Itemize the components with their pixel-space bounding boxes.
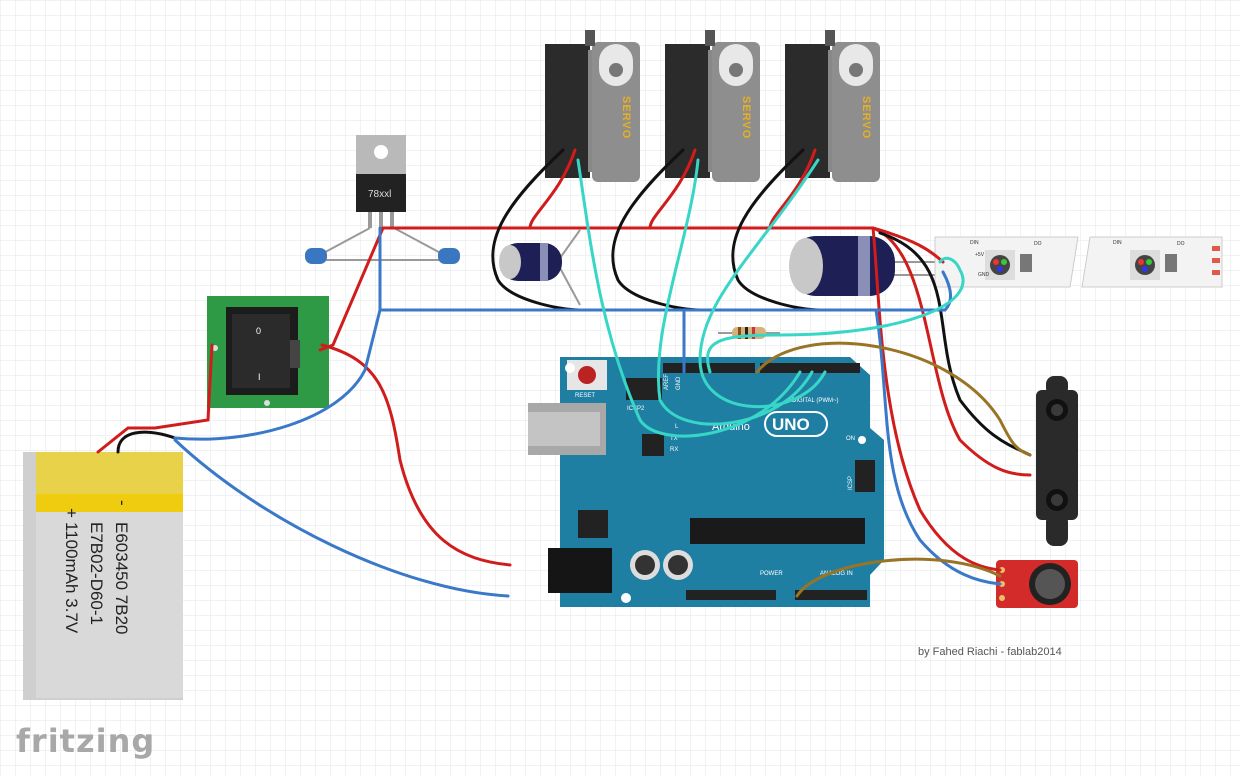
servo-1[interactable]: SERVO xyxy=(545,30,640,182)
wire-cyan-strip xyxy=(706,256,965,374)
l-label: L xyxy=(675,424,679,430)
strip-do-2: DO xyxy=(1177,241,1185,247)
wire-cyan-servo2 xyxy=(656,158,814,426)
arduino-uno[interactable]: RESET ICSP2 DIGITAL (PWM~) AREF GND TX R… xyxy=(528,357,884,607)
analog-label: ANALOG IN xyxy=(820,571,853,577)
battery-minus: - xyxy=(113,500,132,506)
switch-on-mark: 0 xyxy=(256,326,261,336)
wire-red-reg xyxy=(318,226,385,352)
arduino-model: UNO xyxy=(772,415,810,434)
wire-black-servo1 xyxy=(491,148,582,312)
wires xyxy=(96,148,1032,598)
power-label: POWER xyxy=(760,571,783,577)
fritzing-logo: fritzing xyxy=(16,722,155,760)
gnd-label: GND xyxy=(676,376,682,390)
wire-red-servo1 xyxy=(528,148,577,230)
switch-off-mark: I xyxy=(258,372,261,382)
wire-brown-mic xyxy=(795,557,1002,598)
strip-din: DIN xyxy=(970,240,979,246)
wire-red-sensor xyxy=(871,226,1032,477)
wire-red-strip xyxy=(871,226,945,264)
battery-plus: + xyxy=(62,508,81,518)
battery-line2: E7B02-D60-1 xyxy=(87,522,106,625)
electrolytic-capacitor-small[interactable] xyxy=(499,229,581,306)
strip-5v: +5V xyxy=(975,252,985,258)
icsp-label: ICSP xyxy=(848,476,854,490)
lipo-battery[interactable]: - + E603450 7B20 E7B02-D60-1 1100mAh 3.7… xyxy=(23,452,183,700)
servo-2[interactable]: SERVO xyxy=(665,30,760,182)
aref-label: AREF xyxy=(664,374,670,390)
servo-label: SERVO xyxy=(740,96,752,139)
servo-label: SERVO xyxy=(620,96,632,139)
strip-gnd: GND xyxy=(978,272,990,278)
strip-do: DO xyxy=(1034,241,1042,247)
credit-text: by Fahed Riachi - fablab2014 xyxy=(918,646,1062,658)
reset-label: RESET xyxy=(575,393,595,399)
wire-black-batt xyxy=(116,430,177,454)
wire-red-switch xyxy=(96,343,214,454)
power-switch[interactable]: 0 I xyxy=(207,296,329,408)
regulator-label: 78xxl xyxy=(368,189,391,200)
microphone-sensor[interactable] xyxy=(996,560,1078,608)
strip-din-2: DIN xyxy=(1113,240,1122,246)
ceramic-capacitor-right[interactable] xyxy=(393,227,460,264)
rx-label: RX xyxy=(670,447,678,453)
tx-label: TX xyxy=(670,436,678,442)
wire-blue-strip xyxy=(941,270,953,312)
wire-blue-gnd xyxy=(173,438,510,598)
voltage-regulator[interactable]: 78xxl xyxy=(356,135,406,228)
wire-brown-sensor xyxy=(755,341,1032,457)
led-strip[interactable]: DIN DO +5V GND DIN DO xyxy=(934,236,1223,288)
wire-blue-reg xyxy=(173,226,382,441)
on-label: ON xyxy=(846,436,855,442)
wire-blue-mic xyxy=(874,308,1002,586)
ir-distance-sensor[interactable] xyxy=(1036,376,1078,546)
battery-line1: E603450 7B20 xyxy=(112,522,131,635)
wire-red-servo2 xyxy=(648,148,697,230)
digital-label: DIGITAL (PWM~) xyxy=(792,398,839,404)
wire-red-mic xyxy=(871,226,1002,572)
electrolytic-capacitor-large[interactable] xyxy=(789,236,940,296)
servo-3[interactable]: SERVO xyxy=(785,30,880,182)
wire-cyan-servo3 xyxy=(698,158,827,409)
servo-label: SERVO xyxy=(860,96,872,139)
battery-line3: 1100mAh 3.7V xyxy=(62,522,81,634)
wire-black-servo2 xyxy=(611,148,702,312)
ceramic-capacitor-left[interactable] xyxy=(305,227,440,264)
